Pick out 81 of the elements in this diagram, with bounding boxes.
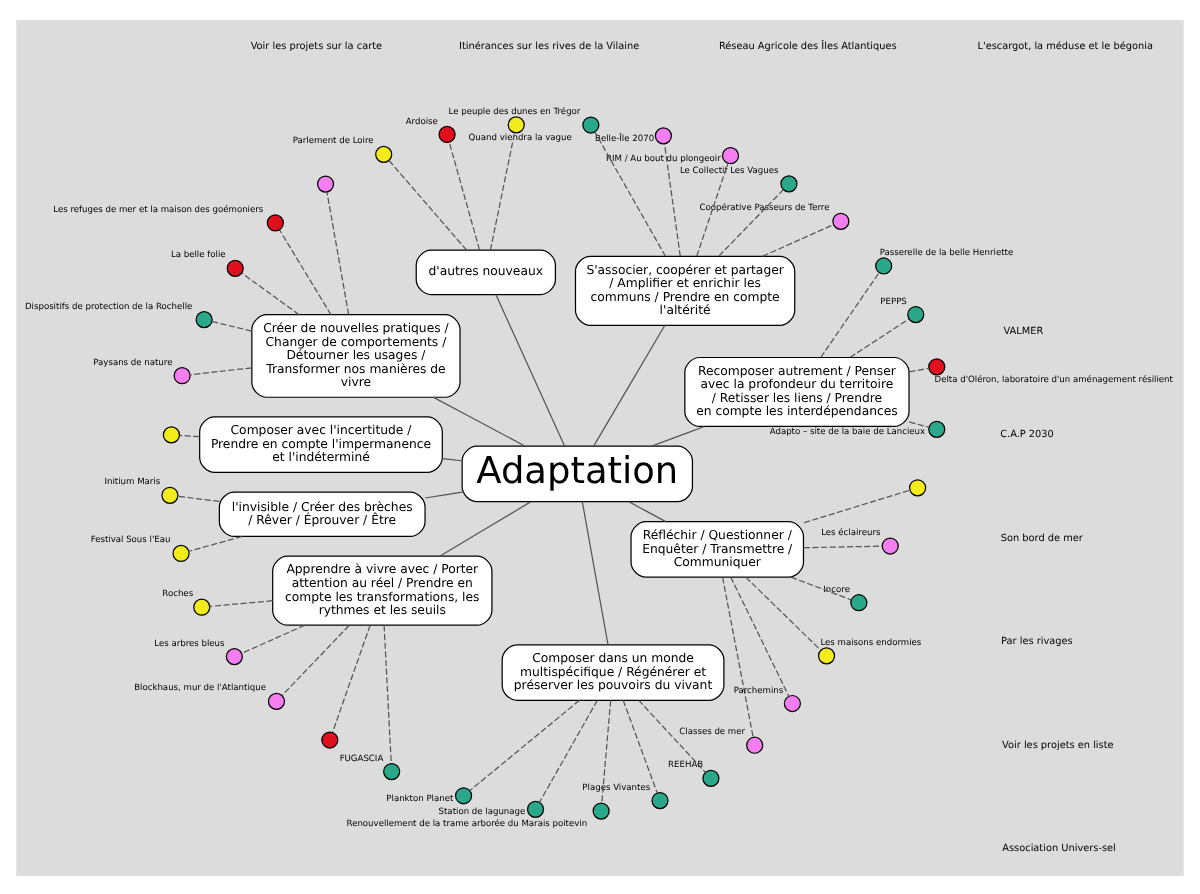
node-circle: [438, 124, 456, 143]
connector: [177, 494, 220, 502]
connector: [601, 699, 612, 803]
node-circle: [881, 536, 899, 554]
node-circle: [780, 174, 798, 192]
connector: [638, 698, 706, 772]
connector: [803, 488, 911, 523]
connector: [908, 420, 930, 427]
node-circle: [383, 761, 401, 780]
connector: [581, 500, 609, 645]
node-circle: [316, 174, 335, 192]
node-circle: [654, 126, 672, 144]
connector: [628, 500, 667, 522]
node-circle: [526, 799, 545, 817]
connector: [594, 130, 666, 256]
node-circle: [721, 146, 740, 164]
connector: [332, 623, 371, 732]
node-circle: [909, 478, 927, 496]
connector: [424, 490, 463, 498]
connector: [761, 223, 834, 256]
node-circle: [193, 597, 211, 615]
connector: [908, 366, 930, 372]
node-circle: [907, 304, 925, 323]
connector: [745, 575, 822, 650]
node-circle: [267, 691, 286, 709]
connector: [278, 228, 332, 315]
node-circle: [454, 786, 473, 804]
connector: [326, 190, 350, 314]
connector: [495, 292, 566, 446]
node-circle: [582, 115, 600, 133]
connector: [803, 544, 883, 548]
node-circle: [850, 593, 868, 611]
connector: [820, 271, 880, 357]
connector: [189, 366, 253, 375]
connector: [696, 161, 729, 256]
connector: [388, 159, 468, 250]
node-circle: [832, 211, 850, 229]
connector: [241, 271, 300, 315]
node-circle: [507, 115, 525, 133]
node-circle: [651, 790, 669, 809]
node-circle: [928, 419, 946, 437]
node-circle: [172, 543, 190, 562]
connector: [651, 424, 705, 446]
node-circle: [162, 425, 181, 443]
node-circle: [783, 693, 801, 712]
node-circle: [321, 730, 339, 748]
node-circle: [592, 801, 610, 819]
connector: [489, 131, 516, 250]
node-circle: [702, 768, 720, 786]
connector: [663, 142, 681, 256]
connector: [538, 699, 598, 802]
node-circle: [817, 646, 836, 664]
connector: [622, 698, 658, 793]
connector: [730, 575, 790, 696]
connector: [722, 575, 754, 737]
connector: [209, 599, 274, 607]
connector: [593, 323, 666, 446]
connector: [790, 575, 852, 600]
node-circle: [173, 366, 191, 384]
connector: [241, 623, 306, 653]
connector: [383, 623, 392, 763]
connector: [439, 500, 532, 556]
connector: [849, 317, 910, 357]
node-circle: [375, 144, 393, 162]
node-circle: [746, 735, 764, 753]
node-circle: [266, 213, 284, 231]
connector: [448, 140, 481, 250]
node-circle: [195, 310, 213, 328]
node-circle: [226, 258, 244, 276]
node-circle: [225, 647, 243, 665]
connector: [469, 698, 580, 791]
connector: [188, 534, 243, 551]
connector: [442, 456, 463, 461]
connector: [281, 624, 350, 695]
connector: [179, 433, 201, 437]
node-box: Adaptation: [461, 444, 694, 502]
node-circle: [875, 256, 893, 274]
connector: [718, 188, 784, 256]
node-circle: [161, 485, 179, 503]
node-circle: [928, 357, 946, 375]
connector: [211, 319, 253, 331]
